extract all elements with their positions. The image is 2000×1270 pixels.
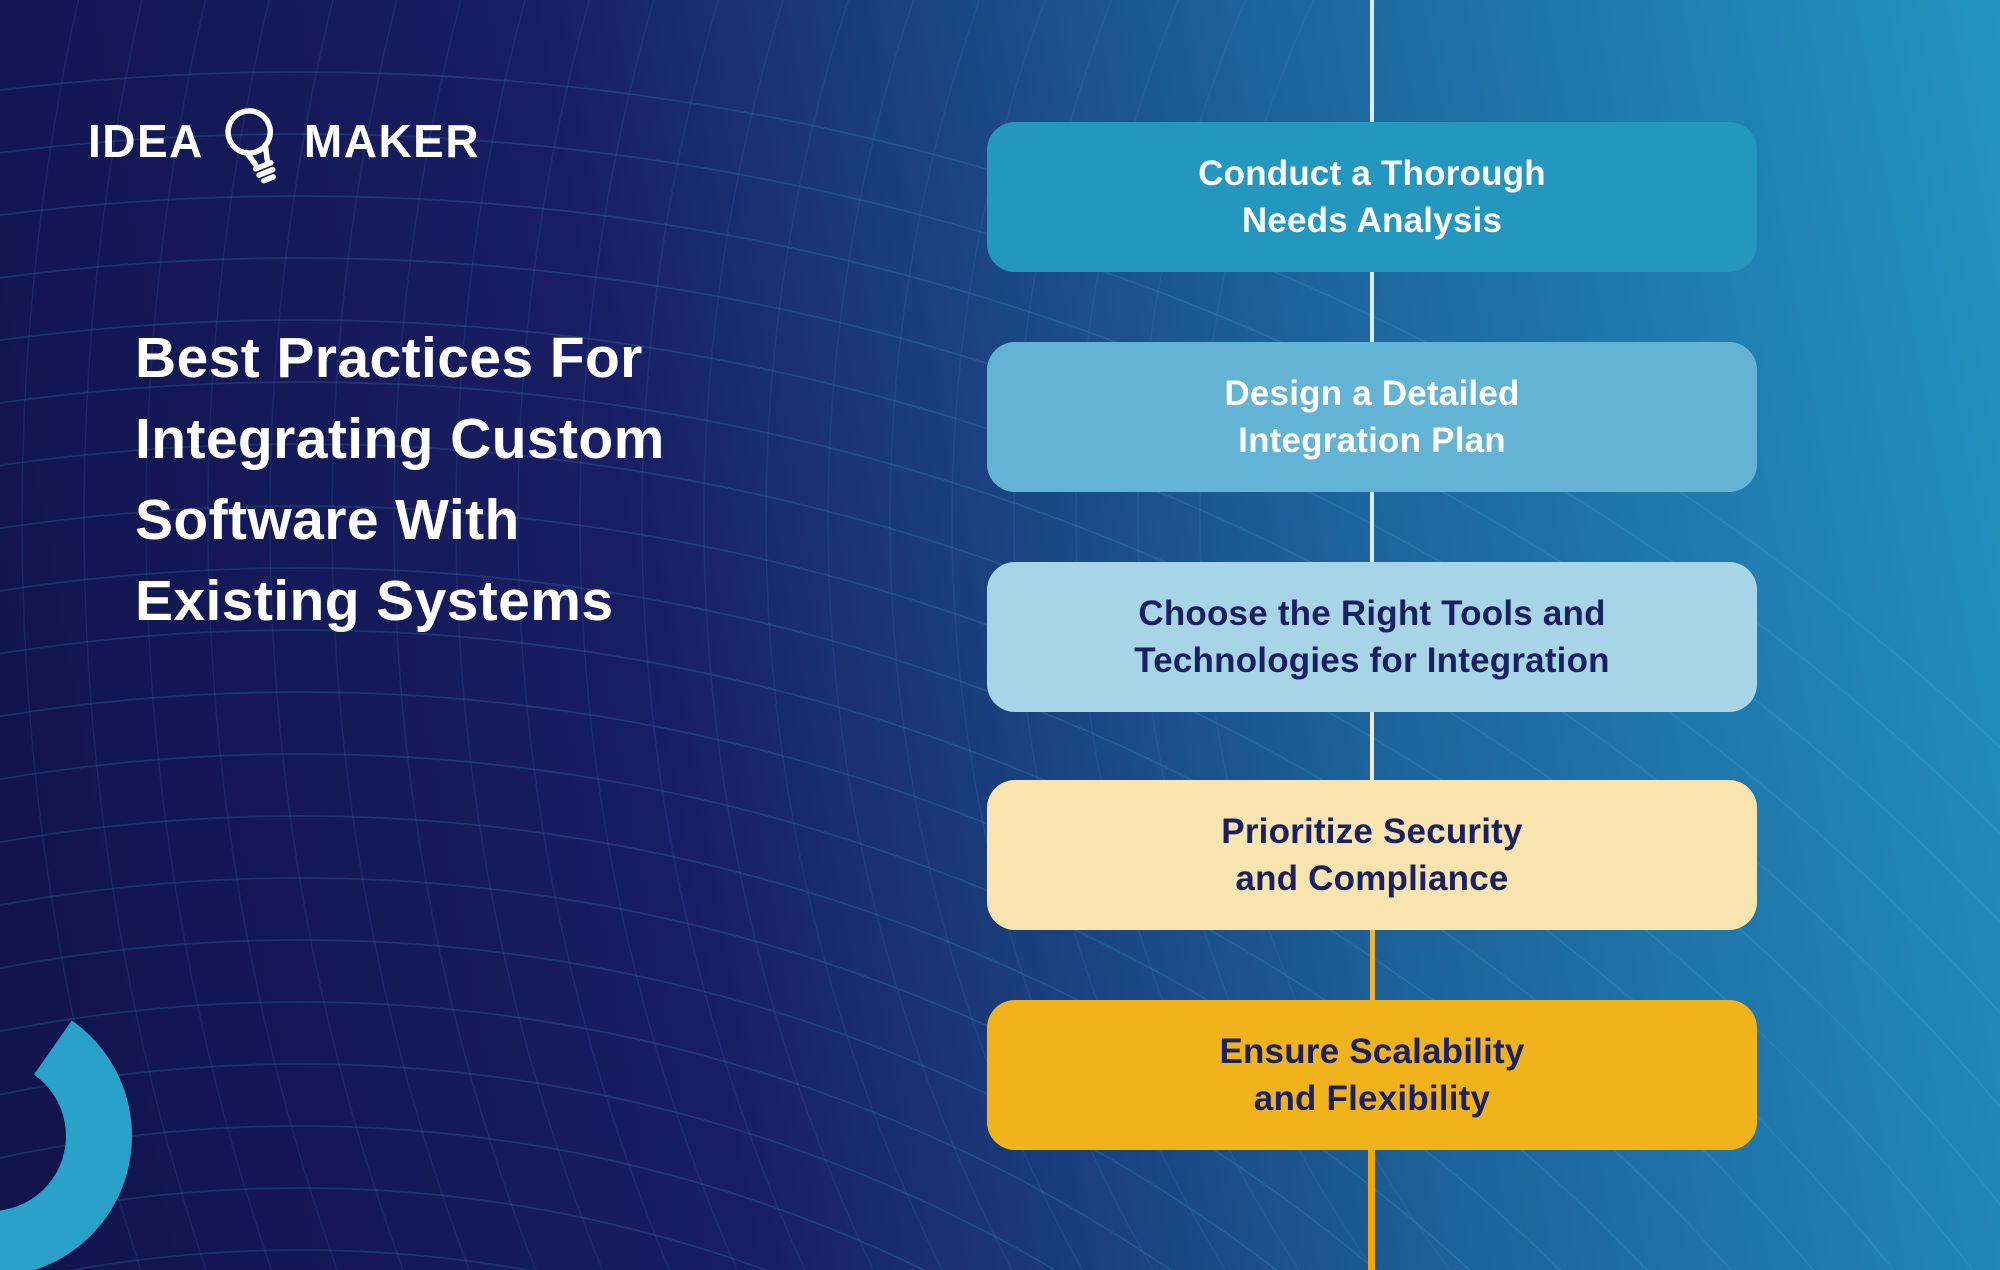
step-label-1: Conduct a Thorough Needs Analysis — [1198, 154, 1546, 240]
connector-line-lower — [1370, 924, 1375, 1004]
connector-line-middle — [1370, 716, 1374, 790]
brand-word-right: MAKER — [303, 115, 481, 167]
step-box-2: Design a Detailed Integration Plan — [987, 342, 1757, 492]
page-title: Best Practices For Integrating Custom So… — [135, 326, 665, 633]
step-label-5: Ensure Scalability and Flexibility — [1219, 1032, 1525, 1118]
corner-arc-decoration — [0, 972, 155, 1270]
brand-logo: IDEA MAKER — [88, 86, 480, 196]
step-label-4: Prioritize Security and Compliance — [1221, 812, 1523, 898]
lightbulb-icon — [225, 108, 276, 184]
step-label-3: Choose the Right Tools and Technologies … — [1134, 594, 1610, 680]
step-box-4: Prioritize Security and Compliance — [987, 780, 1757, 930]
step-label-2: Design a Detailed Integration Plan — [1224, 374, 1520, 460]
step-box-1: Conduct a Thorough Needs Analysis — [987, 122, 1757, 272]
step-box-5: Ensure Scalability and Flexibility — [987, 1000, 1757, 1150]
connector-line-bottom — [1368, 1146, 1375, 1270]
brand-word-left: IDEA — [88, 115, 204, 167]
step-box-3: Choose the Right Tools and Technologies … — [987, 562, 1757, 712]
